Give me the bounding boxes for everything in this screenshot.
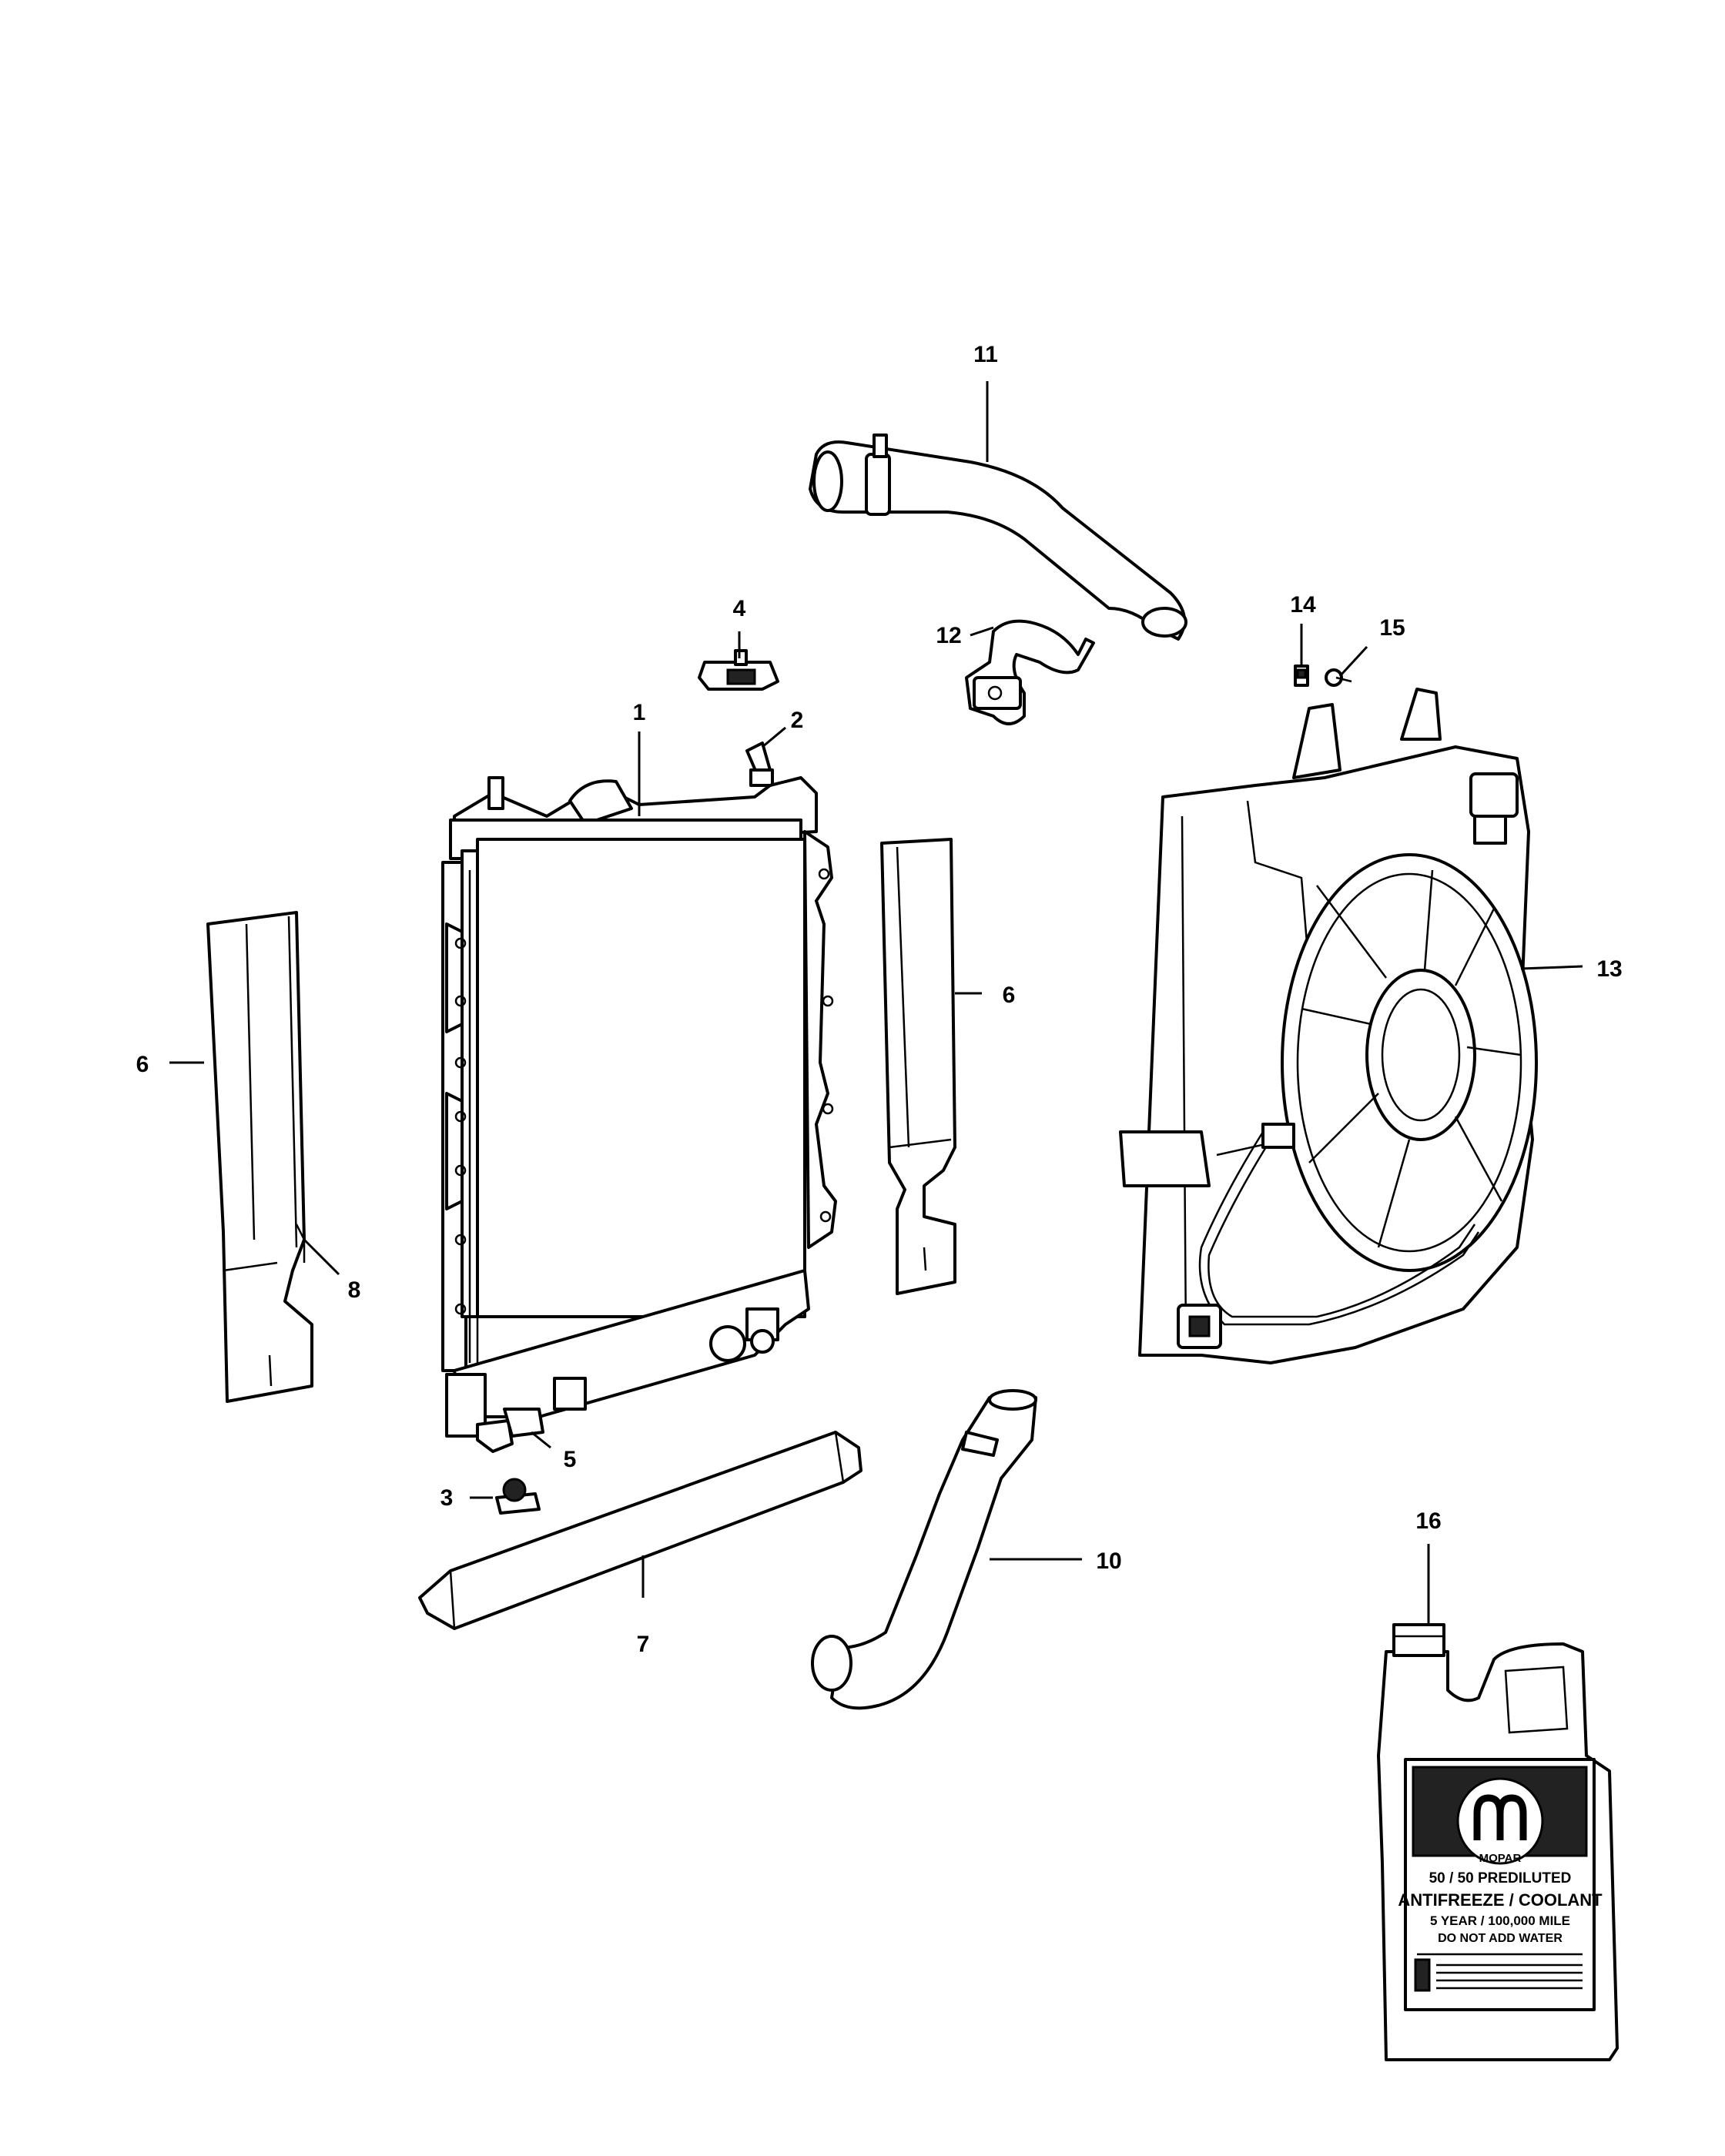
radiator-bracket-stud: [745, 742, 774, 787]
callout-6-left: 6: [136, 1052, 149, 1077]
upper-radiator-hose: [809, 434, 1187, 641]
callouts: 11 12 4 2 1 5 3 6 6 7 8 10 13 14 15 16: [136, 342, 1623, 1657]
leader-lines: [169, 381, 1583, 1625]
jug-brand: MOPAR: [1479, 1852, 1522, 1865]
connector: [1294, 665, 1309, 687]
upper-isolator: [698, 649, 779, 691]
callout-1: 1: [633, 700, 646, 725]
callout-4: 4: [733, 596, 746, 621]
callout-14: 14: [1290, 592, 1316, 618]
jug-line-4: DO NOT ADD WATER: [1438, 1932, 1563, 1945]
callout-13: 13: [1596, 956, 1622, 982]
coolant-jug: MOPAR 50 / 50 PREDILUTED ANTIFREEZE / CO…: [1377, 1623, 1619, 2061]
callout-15: 15: [1379, 615, 1405, 641]
callout-8: 8: [348, 1277, 361, 1303]
callout-16: 16: [1415, 1508, 1441, 1534]
air-seal-left: [206, 911, 313, 1403]
lower-isolator: [503, 1408, 544, 1438]
callout-5: 5: [564, 1447, 577, 1472]
callout-11: 11: [973, 342, 998, 367]
lower-clip: [495, 1478, 541, 1515]
jug-line-2: ANTIFREEZE / COOLANT: [1398, 1890, 1603, 1910]
callout-2: 2: [791, 708, 804, 733]
push-pin: [1325, 668, 1352, 687]
lower-air-dam: [418, 1431, 862, 1630]
jug-line-3: 5 YEAR / 100,000 MILE: [1430, 1913, 1570, 1928]
callout-7: 7: [637, 1632, 650, 1657]
lower-radiator-hose: [811, 1389, 1037, 1710]
callout-12: 12: [936, 623, 961, 648]
radiator: [441, 776, 837, 1453]
callout-3: 3: [440, 1485, 454, 1511]
callout-10: 10: [1096, 1548, 1121, 1574]
cooling-fan-module: [1119, 688, 1538, 1364]
callout-6-right: 6: [1003, 983, 1016, 1008]
air-seal-right: [880, 838, 956, 1295]
hose-bracket: [965, 619, 1095, 725]
jug-line-1: 50 / 50 PREDILUTED: [1429, 1870, 1572, 1886]
